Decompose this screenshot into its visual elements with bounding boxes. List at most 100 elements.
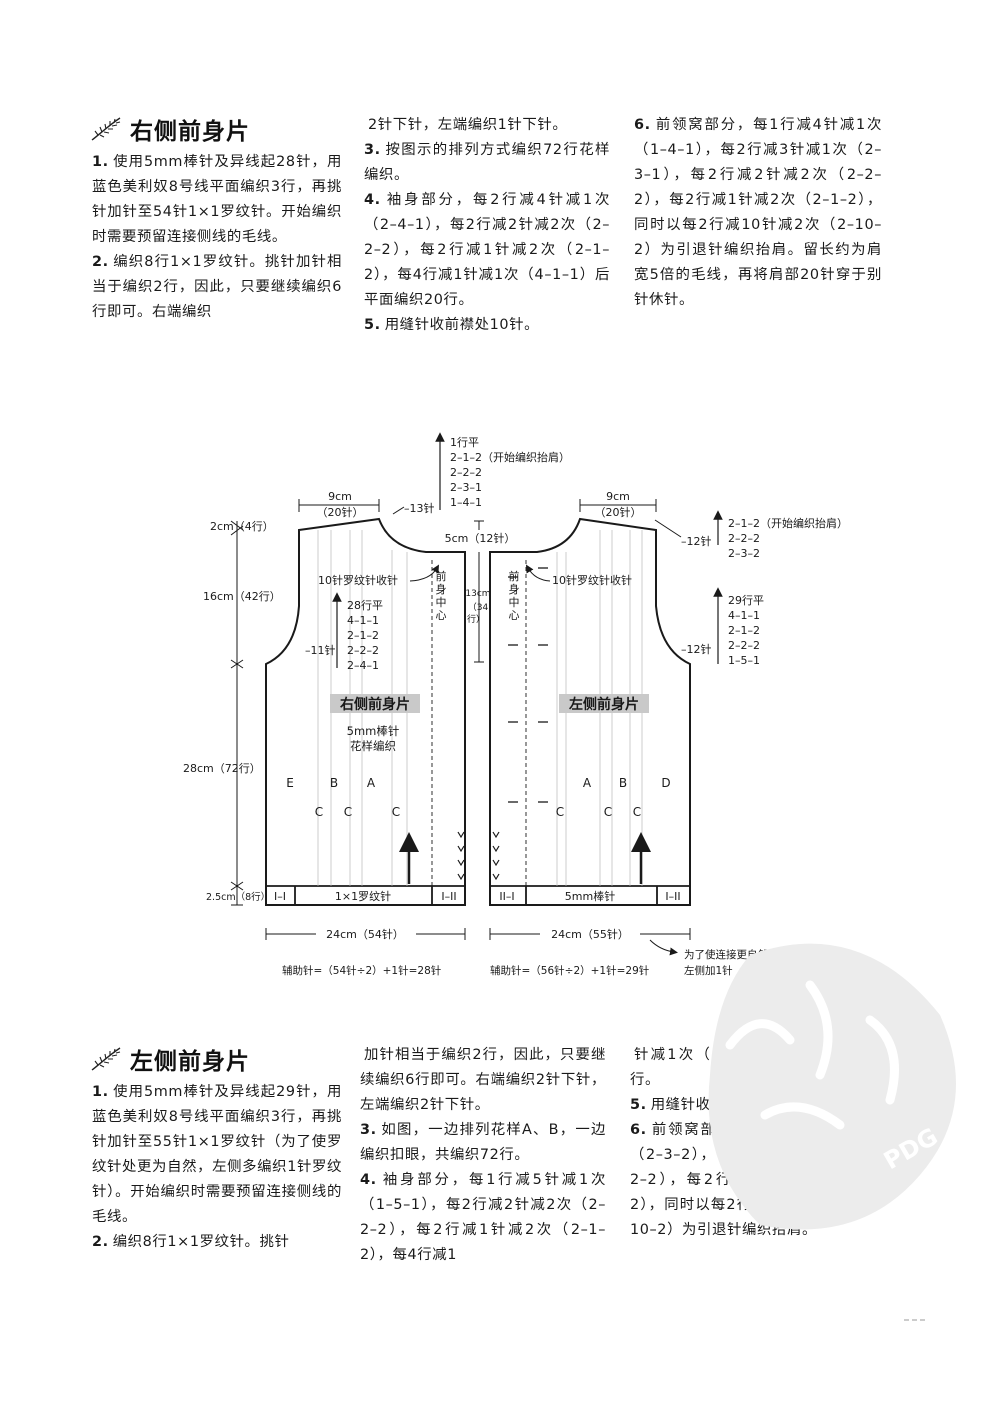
dim-body: 28cm（72行） (183, 762, 261, 775)
pattern-letter: C (604, 805, 612, 819)
bottom-column-2: 加针相当于编织2行，因此，只要继续编织6行即可。右端编织2针下针，左端编织2针下… (360, 1043, 606, 1268)
rib-label: II–I (499, 890, 514, 903)
svg-text:心: 心 (436, 609, 447, 622)
extra-stitch-arrow (649, 939, 678, 956)
aux-note-right: 辅助针=（54针÷2）+1针=28针 (282, 964, 441, 977)
armhole-table-right: 28行平 4–1–1 2–1–2 2–2–2 2–4–1 (347, 599, 383, 672)
front-center-right: 前 身 中 心 (436, 569, 447, 622)
instruction-step: 2针下针，左端编织1针下针。 (368, 117, 568, 133)
neck-table: 1行平 2–1–2（开始编织抬肩） 2–2–2 2–3–1 1–4–1 (450, 436, 570, 509)
extra-stitch-note-1: 为了使连接更自然 (684, 948, 768, 961)
instruction-step: 3.如图，一边排列花样A、B，一边编织扣眼，共编织72行。 (360, 1122, 606, 1163)
bind-off-arrow (525, 564, 551, 582)
bind-off-note-right: 10针罗纹针收针 (318, 573, 398, 587)
shoulder-dim-lines (298, 499, 657, 512)
front-depth-rows-b: 行） (467, 613, 485, 625)
ribbing-bands (266, 885, 690, 905)
instruction-step: 4.袖身部分，每2行减4针减1次（2–4–1），每2行减2针减2次（2–2–2）… (364, 192, 610, 308)
svg-text:2–1–2: 2–1–2 (347, 629, 379, 642)
bottom-column-1: 1.使用5mm棒针及异线起29针，用蓝色美利奴8号线平面编织3行，再挑针加针至5… (92, 1080, 342, 1255)
knitting-diagram: 右侧前身片 左侧前身片 5mm棒针 花样编织 E B A C C C A B D… (183, 432, 848, 977)
pattern-letter: B (619, 776, 627, 790)
top-column-1: 1.使用5mm棒针及异线起28针，用蓝色美利奴8号线平面编织3行，再挑针加针至5… (92, 150, 342, 325)
width-left: 24cm（55针） (551, 927, 629, 941)
svg-text:1–5–1: 1–5–1 (728, 654, 760, 667)
knit-direction-arrows (399, 832, 651, 884)
svg-text:2–3–1: 2–3–1 (450, 481, 482, 494)
svg-text:心: 心 (509, 609, 520, 622)
center-dimension-lines (474, 520, 484, 663)
heading-right-front: 右侧前身片 (90, 112, 250, 146)
instruction-step: 1.使用5mm棒针及异线起29针，用蓝色美利奴8号线平面编织3行，再挑针加针至5… (92, 1084, 342, 1225)
shoulder-sts-left: （20针） (595, 505, 642, 519)
front-depth-label: 13cm (465, 589, 490, 599)
rib-label: 1×1罗纹针 (335, 889, 391, 903)
front-band-lines (431, 560, 527, 886)
pattern-letter: C (556, 805, 564, 819)
width-right: 24cm（54针） (326, 927, 404, 941)
svg-text:前: 前 (436, 569, 447, 583)
svg-text:中: 中 (509, 596, 520, 609)
watermark-stamp: PDG (708, 943, 956, 1230)
svg-text:2–2–2: 2–2–2 (347, 644, 379, 657)
svg-text:2–1–2（开始编织抬肩）: 2–1–2（开始编织抬肩） (450, 450, 570, 464)
shoulder-decrease-leader (654, 519, 682, 538)
ribbing-labels: I–I 1×1罗纹针 I–II II–I 5mm棒针 I–II (274, 889, 681, 903)
left-panel-title: 左侧前身片 (568, 696, 639, 713)
pattern-letter: A (367, 776, 376, 790)
height-dim-lines (230, 520, 244, 906)
svg-text:2–3–2: 2–3–2 (728, 547, 760, 560)
svg-text:2–1–2: 2–1–2 (728, 624, 760, 637)
armhole-decrease-right: –11针 (305, 643, 336, 657)
instruction-step: 5.用缝针收前襟处10针。 (364, 317, 540, 333)
top-column-2: 2针下针，左端编织1针下针。 3.按图示的排列方式编织72行花样编织。 4.袖身… (364, 113, 610, 338)
svg-text:2–1–2（开始编织抬肩）: 2–1–2（开始编织抬肩） (728, 516, 848, 530)
extra-stitch-note-2: 左侧加1针 (684, 964, 733, 977)
pattern-letter: C (392, 805, 400, 819)
dim-armhole: 16cm（42行） (203, 590, 281, 603)
bind-off-note-left: 10针罗纹针收针 (552, 573, 632, 587)
shoulder-table: 2–1–2（开始编织抬肩） 2–2–2 2–3–2 (728, 516, 848, 560)
dim-ribbing: 2.5cm（8行） (206, 891, 270, 903)
pattern-letters: E B A C C C A B D C C C (286, 776, 670, 819)
width-label-bg (540, 926, 640, 941)
bind-off-arrow (409, 564, 440, 582)
aux-note-left: 辅助针=（56针÷2）+1针=29针 (490, 964, 649, 977)
rib-label: I–II (441, 890, 456, 903)
svg-text:29行平: 29行平 (728, 594, 764, 607)
pattern-letter: D (661, 776, 670, 790)
right-panel-title: 右侧前身片 (339, 696, 410, 713)
svg-text:4–1–1: 4–1–1 (347, 614, 379, 627)
left-panel-outline (489, 517, 691, 906)
fern-icon (91, 117, 121, 141)
pattern-letter: B (330, 776, 338, 790)
instruction-step: 1.使用5mm棒针及异线起28针，用蓝色美利奴8号线平面编织3行，再挑针加针至5… (92, 154, 342, 245)
neck-decrease-label: –13针 (404, 501, 435, 515)
front-depth-rows-a: （34 (468, 602, 489, 613)
instruction-step: 3.按图示的排列方式编织72行花样编织。 (364, 142, 610, 183)
pattern-letter: E (286, 776, 294, 790)
front-center-left: 前 身 中 心 (509, 569, 520, 622)
svg-text:中: 中 (436, 596, 447, 609)
rib-label: I–II (665, 890, 680, 903)
fern-icon (91, 1047, 121, 1071)
buttonhole-marks (508, 567, 548, 803)
svg-text:身: 身 (436, 582, 447, 596)
shoulder-width-left: 9cm (606, 490, 630, 503)
svg-text:前: 前 (509, 569, 520, 583)
svg-text:2–2–2: 2–2–2 (450, 466, 482, 479)
right-title-bg (330, 694, 420, 713)
instruction-step: 6.前领窝部分，每1行减4针减1次（1–4–1），每2行减3针减1次（2–3–1… (634, 117, 882, 308)
pattern-letter: C (633, 805, 641, 819)
width-label-bg (316, 926, 416, 941)
instruction-step: 4.袖身部分，每1行减5针减1次（1–5–1），每2行减2针减2次（2–2–2）… (360, 1172, 606, 1263)
svg-text:2–4–1: 2–4–1 (347, 659, 379, 672)
left-title-bg (559, 694, 649, 713)
page-number-fragment (904, 1319, 928, 1321)
svg-text:1行平: 1行平 (450, 436, 479, 449)
svg-text:4–1–1: 4–1–1 (728, 609, 760, 622)
heading-title: 左侧前身片 (130, 1048, 250, 1075)
decrease-marks (457, 831, 500, 881)
pattern-letter: C (315, 805, 323, 819)
instruction-step: 加针相当于编织2行，因此，只要继续编织6行即可。右端编织2针下针，左端编织2针下… (360, 1047, 606, 1113)
